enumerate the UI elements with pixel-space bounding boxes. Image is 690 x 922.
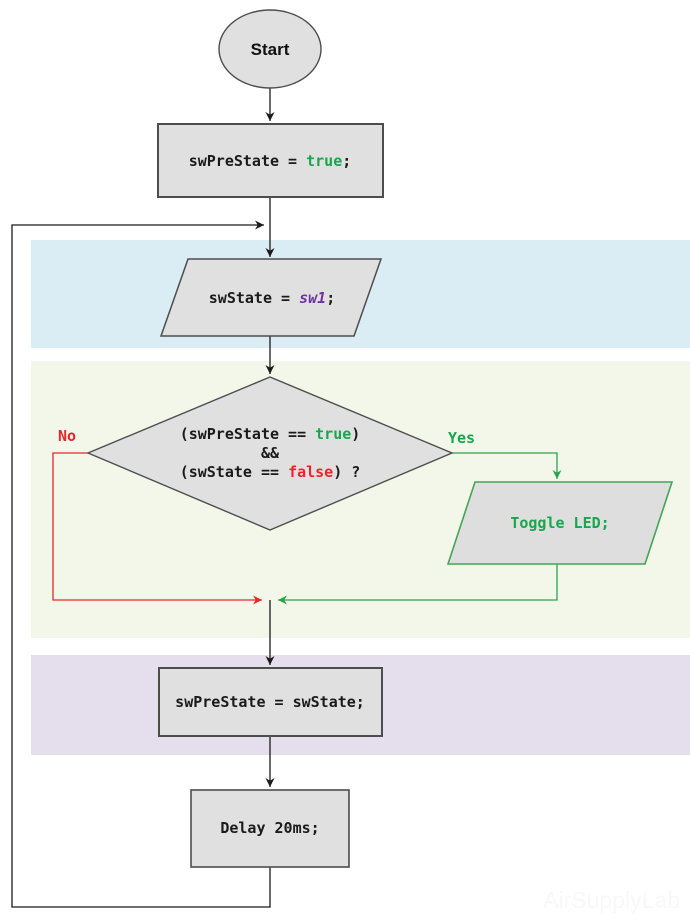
watermark-text: AirSupplyLab bbox=[543, 887, 680, 913]
read-input-variable-sw1: sw1 bbox=[299, 289, 326, 307]
start-label: Start bbox=[251, 40, 290, 59]
edge-toggle-to-junction bbox=[278, 564, 558, 605]
start-terminator bbox=[218, 9, 322, 89]
init-keyword-true: true bbox=[306, 152, 342, 170]
delay-label: Delay 20ms; bbox=[220, 819, 319, 837]
decision-line3: (swState == false) ? bbox=[180, 463, 361, 481]
update-label: swPreState = swState; bbox=[175, 693, 365, 711]
init-text: swPreState = bbox=[189, 152, 306, 170]
decision-line3-text: (swState == bbox=[180, 463, 288, 481]
decision-line2: && bbox=[261, 444, 280, 462]
decision-line1-text: (swPreState == bbox=[180, 425, 315, 443]
decision-line1-close: ) bbox=[351, 425, 360, 443]
branch-label-no: No bbox=[58, 427, 76, 445]
init-process-box bbox=[157, 123, 384, 198]
read-input-semicolon: ; bbox=[326, 289, 335, 307]
decision-line3-close: ) ? bbox=[333, 463, 360, 481]
init-label: swPreState = true; bbox=[189, 152, 352, 170]
decision-keyword-false: false bbox=[288, 463, 333, 481]
read-input-text: swState = bbox=[209, 289, 299, 307]
update-process-box bbox=[158, 667, 383, 737]
init-semicolon: ; bbox=[342, 152, 351, 170]
delay-process-box bbox=[190, 789, 350, 868]
decision-diamond bbox=[86, 376, 454, 531]
edge-no-to-junction bbox=[52, 452, 262, 605]
read-input-label: swState = sw1; bbox=[209, 289, 335, 307]
decision-line1: (swPreState == true) bbox=[180, 425, 361, 443]
decision-keyword-true: true bbox=[315, 425, 351, 443]
branch-label-yes: Yes bbox=[448, 429, 475, 447]
read-input-parallelogram bbox=[159, 258, 383, 337]
edge-yes-to-toggle bbox=[452, 452, 562, 479]
toggle-led-parallelogram bbox=[446, 481, 674, 565]
edge-loop-back bbox=[11, 220, 271, 908]
toggle-led-label: Toggle LED; bbox=[510, 514, 609, 532]
